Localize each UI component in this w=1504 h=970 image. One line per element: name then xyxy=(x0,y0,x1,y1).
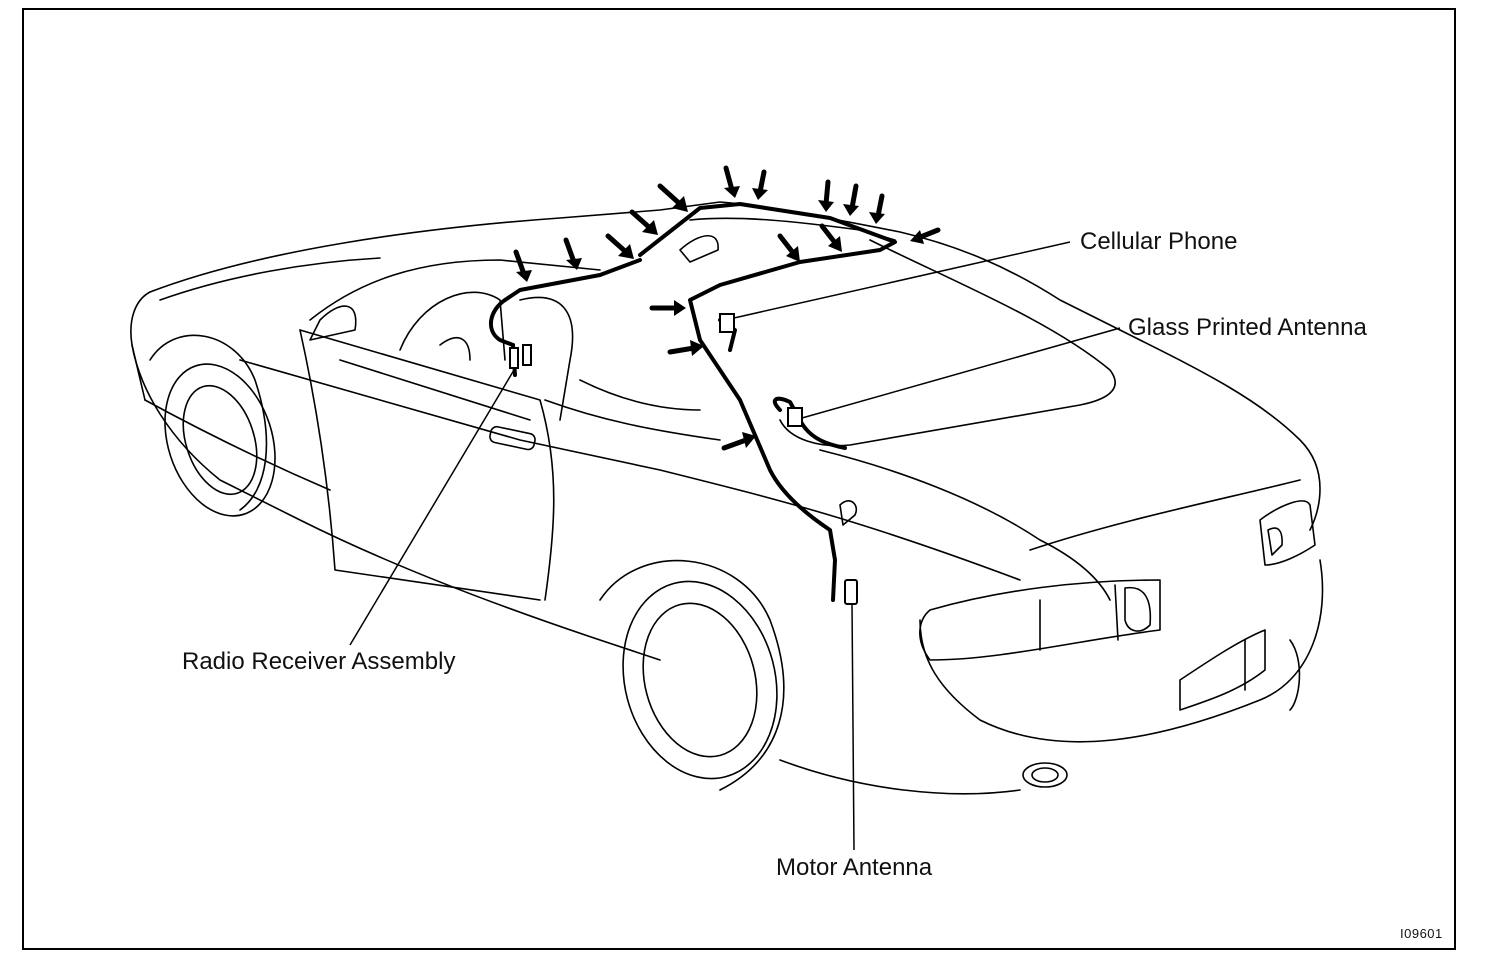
glass-antenna-connector xyxy=(787,407,803,427)
cellular-phone-connector xyxy=(719,313,735,333)
arrow-icon xyxy=(605,233,629,255)
label-motor-antenna: Motor Antenna xyxy=(776,854,933,881)
arrow-icon xyxy=(819,223,839,247)
label-radio-receiver-assembly: Radio Receiver Assembly xyxy=(182,648,456,675)
arrow-icon xyxy=(875,193,885,219)
radio-connector-right xyxy=(522,344,532,366)
arrow-icon xyxy=(723,165,735,193)
connectors xyxy=(509,313,858,605)
arrow-icon xyxy=(629,209,653,231)
arrow-icon xyxy=(757,169,767,195)
radio-connector-left xyxy=(509,347,519,369)
motor-antenna-connector xyxy=(844,579,858,605)
arrow-icon xyxy=(777,233,797,257)
leader-glass-printed-antenna xyxy=(801,327,1121,419)
arrow-icon xyxy=(849,183,859,211)
arrow-icon xyxy=(563,237,577,265)
diagram-frame xyxy=(22,8,1456,950)
arrow-icon xyxy=(721,437,749,451)
arrow-icon xyxy=(667,345,697,355)
label-glass-printed-antenna: Glass Printed Antenna xyxy=(1128,314,1367,341)
clamp-arrows xyxy=(513,165,941,451)
leader-radio-receiver xyxy=(349,369,515,646)
label-cellular-phone: Cellular Phone xyxy=(1080,228,1238,255)
figure-code: I09601 xyxy=(1400,926,1443,941)
leader-lines xyxy=(349,241,1121,851)
arrow-heads xyxy=(516,186,924,448)
arrow-icon xyxy=(513,249,527,277)
leader-cellular-phone xyxy=(733,241,1071,319)
arrow-icon xyxy=(657,183,683,207)
car-body-outline xyxy=(130,201,1324,795)
arrow-icon xyxy=(823,179,831,207)
leader-motor-antenna xyxy=(851,603,855,851)
